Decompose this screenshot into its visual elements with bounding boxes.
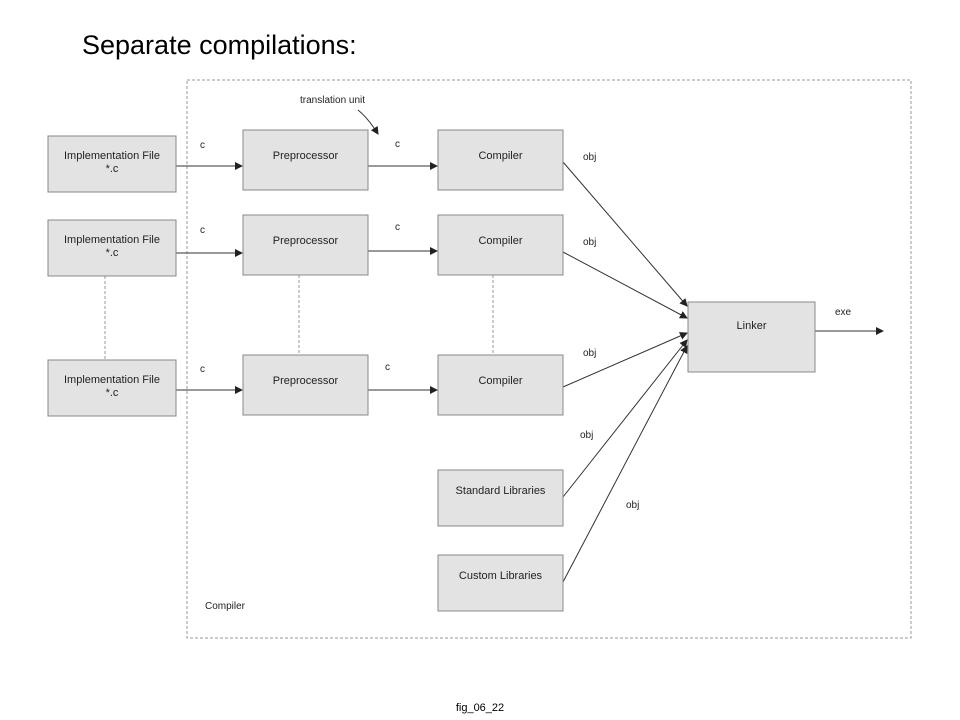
translation-unit-pointer xyxy=(357,109,379,135)
box-linker: Linker xyxy=(687,301,816,373)
edge-label-comp2-linker: obj xyxy=(583,237,596,248)
box-pre2: Preprocessor xyxy=(242,214,369,276)
box-impl2-label-1: *.c xyxy=(106,247,119,259)
edge-label-impl2-pre2: c xyxy=(200,225,205,236)
edge-label-comp3-linker: obj xyxy=(583,348,596,359)
box-comp2-shape xyxy=(437,214,564,276)
translation-unit-label: translation unit xyxy=(300,95,365,106)
box-comp2-label-0: Compiler xyxy=(478,235,522,247)
box-pre1: Preprocessor xyxy=(242,129,369,191)
box-pre3: Preprocessor xyxy=(242,354,369,416)
box-stdlib-shape xyxy=(437,469,564,527)
edge-label-linker-out: exe xyxy=(835,307,852,318)
edge-stdlib-linker xyxy=(562,339,688,498)
edge-comp1-linker xyxy=(562,161,688,307)
figure-caption: fig_06_22 xyxy=(455,702,505,714)
box-impl3-label-1: *.c xyxy=(106,387,119,399)
edge-label-impl1-pre1: c xyxy=(200,140,205,151)
box-stdlib-label-0: Standard Libraries xyxy=(456,485,546,497)
box-impl1-shape xyxy=(47,135,177,193)
box-pre2-label-0: Preprocessor xyxy=(273,235,339,247)
box-comp1: Compiler xyxy=(437,129,564,191)
box-linker-label-0: Linker xyxy=(737,320,767,332)
box-pre1-shape xyxy=(242,129,369,191)
box-pre3-shape xyxy=(242,354,369,416)
box-linker-shape xyxy=(687,301,816,373)
box-comp3: Compiler xyxy=(437,354,564,416)
box-comp1-label-0: Compiler xyxy=(478,150,522,162)
box-stdlib: Standard Libraries xyxy=(437,469,564,527)
edge-custlib-linker xyxy=(562,345,688,583)
page-title: Separate compilations: xyxy=(82,30,357,60)
box-impl2-label-0: Implementation File xyxy=(64,234,160,246)
edge-comp2-linker xyxy=(562,251,688,319)
edge-label-comp1-linker: obj xyxy=(583,152,596,163)
box-pre3-label-0: Preprocessor xyxy=(273,375,339,387)
edge-label-impl3-pre3: c xyxy=(200,364,205,375)
box-impl3: Implementation File*.c xyxy=(47,359,177,417)
edge-label-pre2-comp2: c xyxy=(395,222,400,233)
box-impl3-label-0: Implementation File xyxy=(64,374,160,386)
box-custlib-label-0: Custom Libraries xyxy=(459,570,543,582)
compiler-frame xyxy=(186,79,912,639)
box-pre1-label-0: Preprocessor xyxy=(273,150,339,162)
edge-label-custlib-linker: obj xyxy=(626,500,639,511)
edge-label-stdlib-linker: obj xyxy=(580,430,593,441)
box-comp1-shape xyxy=(437,129,564,191)
box-custlib-shape xyxy=(437,554,564,612)
box-impl2: Implementation File*.c xyxy=(47,219,177,277)
box-impl3-shape xyxy=(47,359,177,417)
edge-comp3-linker xyxy=(562,332,688,388)
box-impl1-label-0: Implementation File xyxy=(64,150,160,162)
box-comp3-shape xyxy=(437,354,564,416)
box-comp2: Compiler xyxy=(437,214,564,276)
box-impl1-label-1: *.c xyxy=(106,163,119,175)
edge-label-pre1-comp1: c xyxy=(395,139,400,150)
box-pre2-shape xyxy=(242,214,369,276)
box-custlib: Custom Libraries xyxy=(437,554,564,612)
compiler-frame-label: Compiler xyxy=(205,601,246,612)
box-impl2-shape xyxy=(47,219,177,277)
box-comp3-label-0: Compiler xyxy=(478,375,522,387)
edge-label-pre3-comp3: c xyxy=(385,362,390,373)
box-impl1: Implementation File*.c xyxy=(47,135,177,193)
